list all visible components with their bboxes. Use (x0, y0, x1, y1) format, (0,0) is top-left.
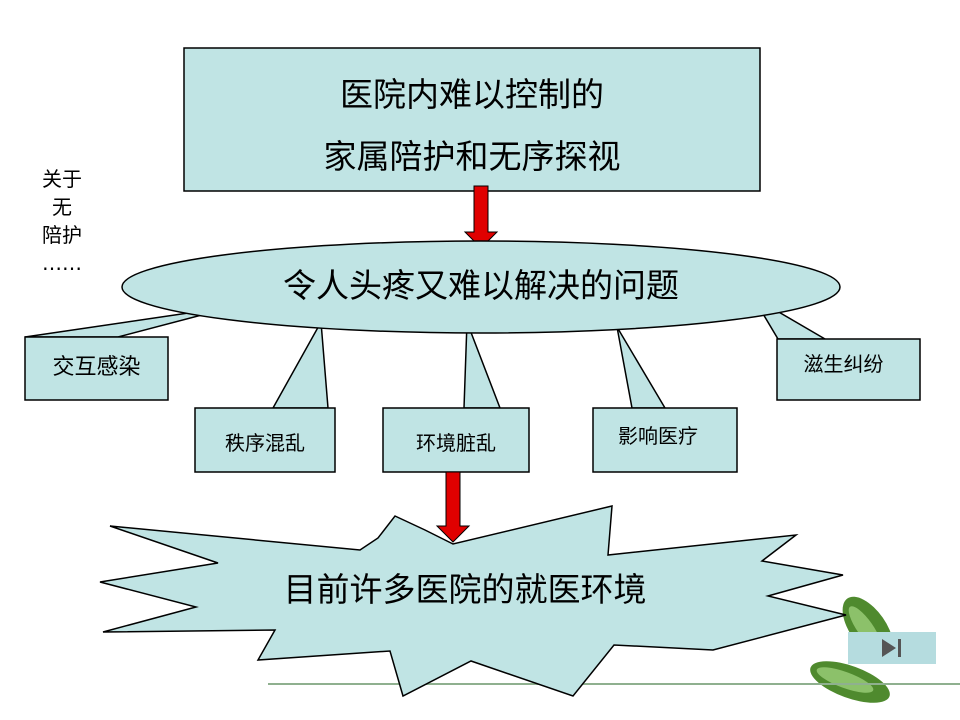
problem-label-3: 环境脏乱 (416, 431, 496, 455)
header-line-2: 家属陪护和无序探视 (323, 137, 621, 176)
callout-pointer-3 (463, 321, 502, 409)
problem-oval-label: 令人头疼又难以解决的问题 (283, 266, 679, 305)
side-note-line-3: 陪护 (42, 223, 82, 247)
down-arrow-1 (463, 185, 499, 249)
callout-box-5 (776, 338, 921, 401)
side-note-line-1: 关于 (42, 167, 82, 191)
callout-box-2 (194, 407, 336, 473)
skip-to-end-button[interactable] (848, 632, 936, 664)
header-box (183, 47, 761, 192)
header-line-1: 医院内难以控制的 (340, 75, 604, 114)
callout-box-3 (382, 407, 530, 473)
side-note-line-2: 无 (52, 195, 72, 219)
skip-to-end-icon (882, 639, 901, 657)
down-arrow-2 (435, 471, 471, 543)
side-note: 关于 无 陪护 …… (30, 165, 94, 277)
callout-box-4 (592, 407, 738, 473)
side-note-line-4: …… (42, 251, 82, 275)
problem-label-5: 滋生纠纷 (803, 352, 884, 376)
callout-pointer-4 (616, 326, 667, 409)
problem-label-2: 秩序混乱 (225, 431, 305, 455)
problem-oval (121, 240, 841, 334)
problem-label-4: 影响医疗 (618, 424, 698, 448)
callout-pointer-2 (271, 319, 329, 409)
result-starburst (99, 505, 847, 698)
callout-box-1 (24, 336, 169, 401)
problem-label-1: 交互感染 (52, 355, 141, 380)
result-label: 目前许多医院的就医环境 (283, 570, 647, 609)
